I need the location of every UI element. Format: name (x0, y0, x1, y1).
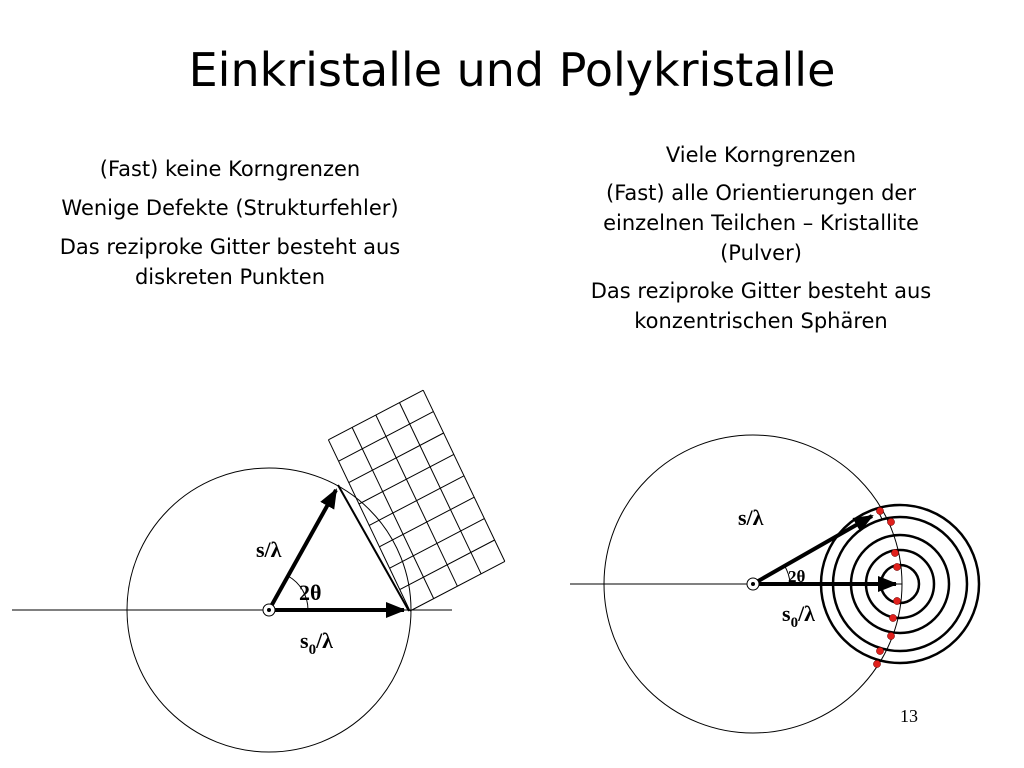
lattice-line (328, 389, 424, 441)
right-column-text: Viele Korngrenzen (Fast) alle Orientieru… (560, 140, 962, 344)
intersection-point (893, 563, 901, 571)
angle-label-left: 2θ (299, 580, 321, 605)
polycrystal-diagram: s/λ 2θ s0/λ (570, 434, 981, 734)
s-vector-left (267, 488, 338, 611)
s-label-left: s/λ (256, 537, 282, 562)
origin-dot-left (267, 608, 271, 612)
right-line-2: (Fast) alle Orientierungen der einzelnen… (603, 181, 919, 265)
right-line-3: Das reziproke Gitter besteht aus konzent… (590, 279, 932, 333)
origin-dot-right (751, 582, 755, 586)
intersection-point (876, 647, 884, 655)
s0-label-right: s0/λ (782, 601, 815, 631)
s-label-right: s/λ (738, 505, 764, 530)
intersection-points (873, 507, 901, 668)
lattice-line (379, 496, 475, 548)
left-line-2: Wenige Defekte (Strukturfehler) (61, 196, 399, 220)
right-line-1: Viele Korngrenzen (665, 143, 857, 167)
lattice-line (389, 518, 485, 569)
lattice-line (338, 411, 434, 462)
s-vector-right (752, 514, 874, 586)
intersection-point (876, 507, 884, 515)
left-line-1: (Fast) keine Korngrenzen (99, 157, 361, 181)
intersection-point (891, 549, 899, 557)
ewald-sphere-right (603, 434, 903, 734)
lattice-line (358, 453, 455, 505)
intersection-point (887, 632, 895, 640)
left-line-3: Das reziproke Gitter besteht aus diskret… (59, 235, 401, 289)
single-crystal-diagram: s/λ 2θ s0/λ (12, 389, 506, 753)
lattice-line (348, 432, 444, 484)
intersection-point (887, 518, 895, 526)
scattering-vector-left (337, 484, 410, 612)
reciprocal-lattice-grid (327, 389, 506, 612)
lattice-line (409, 560, 506, 612)
angle-label-right: 2θ (788, 567, 806, 586)
lattice-line (399, 539, 495, 591)
s0-label-left: s0/λ (300, 628, 333, 658)
left-column-text: (Fast) keine Korngrenzen Wenige Defekte … (30, 154, 430, 301)
intersection-point (889, 614, 897, 622)
intersection-point (873, 660, 881, 668)
lattice-line (368, 475, 465, 526)
slide-title: Einkristalle und Polykristalle (188, 43, 836, 97)
intersection-point (893, 597, 901, 605)
page-number: 13 (900, 706, 918, 726)
angle-arc-left (287, 575, 309, 611)
